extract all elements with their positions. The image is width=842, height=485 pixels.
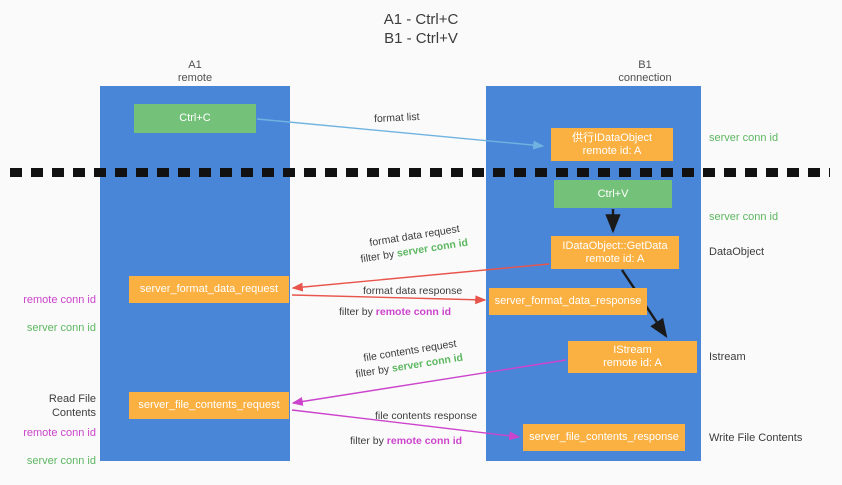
label-server-conn-id-mid: server conn id [709,211,779,223]
filter-prefix: filter by [359,247,398,266]
node-server-file-contents-response[interactable]: server_file_contents_response [523,424,685,451]
column-header-b1: B1 connection [618,59,672,84]
node-server-file-contents-request[interactable]: server_file_contents_request [129,392,289,419]
label-left-conn-ids-bottom: remote conn id server conn id [8,412,96,482]
caption-format-list: format list [373,110,420,126]
node-clipboard-idataobject[interactable]: 供行IDataObject remote id: A [551,128,673,161]
node-server-format-data-response[interactable]: server_format_data_response [489,288,647,315]
label-dataobject: DataObject [709,246,765,258]
caption-file-contents-response-filter: filter by remote conn id [350,434,462,448]
caption-format-data-response: format data response [363,285,463,297]
label-read-file-contents: Read File Contents [48,393,96,419]
filter-prefix: filter by [339,306,376,318]
node-ctrl-v[interactable]: Ctrl+V [554,180,672,208]
caption-file-contents-response: file contents response [375,410,478,422]
filter-prefix: filter by [350,435,387,447]
label-server-conn-id: server conn id [26,322,96,334]
filter-value-remote-conn-id: remote conn id [375,306,452,318]
node-server-format-data-request[interactable]: server_format_data_request [129,276,289,303]
label-server-conn-id-top: server conn id [709,132,779,144]
column-header-a1: A1 remote [177,59,213,84]
label-remote-conn-id: remote conn id [23,294,96,306]
label-istream: Istream [709,351,746,363]
caption-format-data-response-filter: filter by remote conn id [339,305,451,319]
filter-value-remote-conn-id: remote conn id [386,435,463,447]
node-istream[interactable]: IStream remote id: A [568,341,697,373]
label-write-file-contents: Write File Contents [709,432,803,444]
label-remote-conn-id: remote conn id [23,427,96,439]
label-left-conn-ids-top: remote conn id server conn id [8,279,96,349]
label-server-conn-id: server conn id [26,455,96,467]
page-title: A1 - Ctrl+C B1 - Ctrl+V [383,11,459,47]
boundary-divider [10,168,830,177]
node-ctrl-c[interactable]: Ctrl+C [134,104,256,133]
filter-prefix: filter by [354,362,393,381]
node-idataobject-getdata[interactable]: IDataObject::GetData remote id: A [551,236,679,269]
